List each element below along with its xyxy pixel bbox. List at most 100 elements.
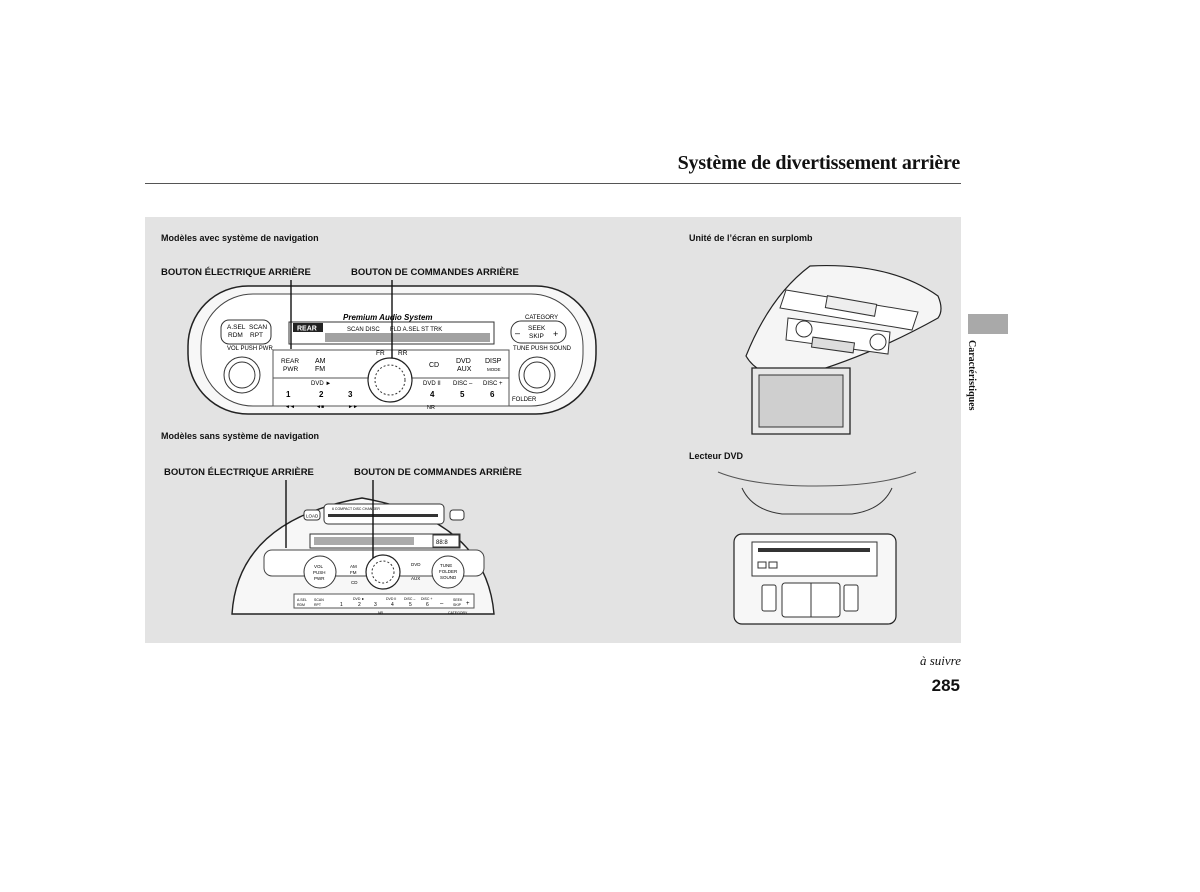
disc-minus-label: DISC –	[453, 381, 473, 387]
fr-label: FR	[376, 350, 385, 357]
preset-4: 4	[430, 390, 435, 399]
seek-skip-button	[510, 320, 567, 344]
load-label: LOAD	[306, 514, 319, 519]
scan-disc-indicator: SCAN DISC	[347, 327, 380, 333]
load-button	[303, 509, 321, 521]
basic-dvd-play: DVD ►	[353, 597, 365, 601]
basic-volume-knob	[303, 555, 337, 589]
dvd-player-illustration	[717, 471, 917, 625]
page-title: Système de divertissement arrière	[677, 152, 961, 174]
basic-rear-knob	[365, 554, 401, 590]
preset-1: 1	[286, 390, 291, 399]
dvd-right-vent	[843, 584, 859, 612]
basic-pwr-label: PWR	[314, 576, 325, 581]
basic-preset-2: 2	[358, 602, 361, 608]
eject-button	[449, 509, 465, 521]
basic-fm-label: FM	[350, 570, 357, 575]
dvd-console-curve	[741, 487, 893, 515]
radio-without-nav-illustration: 6 COMPACT DISC CHANGER LOAD 88:8 VOL PUS…	[231, 480, 495, 615]
seek-label: SEEK	[528, 325, 546, 332]
basic-nr: NR	[378, 611, 384, 615]
radio-with-nav-illustration: Premium Audio System REAR SCAN DISC FLD …	[187, 280, 597, 415]
overhead-dpad	[795, 320, 813, 338]
basic-preset-3: 3	[374, 602, 377, 608]
cd-slot	[328, 514, 438, 517]
mode-label: MODE	[487, 367, 501, 372]
basic-push-label: PUSH	[313, 570, 326, 575]
overhead-slot	[824, 295, 878, 317]
rewind-symbol: ◄◄	[285, 404, 295, 410]
category-label: CATEGORY	[525, 315, 558, 321]
dvd-player-heading: Lecteur DVD	[689, 451, 744, 461]
overhead-dpad-right	[869, 333, 887, 351]
with-nav-controls-callout: BOUTON DE COMMANDES ARRIÈRE	[351, 267, 519, 278]
basic-dvd-label: DVD	[411, 562, 421, 567]
without-nav-power-callout: BOUTON ÉLECTRIQUE ARRIÈRE	[164, 467, 314, 478]
changer-label: 6 COMPACT DISC CHANGER	[332, 507, 380, 511]
basic-rpt: RPT	[314, 603, 322, 607]
preset-2: 2	[319, 390, 324, 399]
cd-label: CD	[429, 362, 439, 369]
basic-sound-label: SOUND	[440, 575, 457, 580]
without-nav-heading: Modèles sans système de navigation	[161, 431, 320, 441]
rear-control-knob	[367, 357, 413, 403]
am-label: AM	[315, 358, 326, 365]
dvd-button-2	[768, 561, 778, 569]
segment-readout	[325, 333, 490, 342]
basic-preset-1: 1	[340, 602, 343, 608]
basic-disc-minus: DISC –	[404, 597, 415, 601]
rear-control-knob-ring	[374, 364, 406, 396]
fld-indicator: FLD A.SEL ST TRK	[390, 327, 442, 333]
radio-nav-brand: Premium Audio System	[343, 313, 433, 322]
title-divider	[145, 183, 961, 184]
scan-label: SCAN	[249, 324, 267, 331]
fast-forward-symbol: ►►	[348, 404, 358, 410]
rpt-label: RPT	[250, 332, 263, 339]
volume-knob-inner	[228, 361, 256, 389]
with-nav-power-callout: BOUTON ÉLECTRIQUE ARRIÈRE	[161, 267, 311, 278]
dvd-button-1	[757, 561, 767, 569]
basic-preset-4: 4	[391, 602, 394, 608]
basic-am-label: AM	[350, 564, 357, 569]
dvd-play-label: DVD ►	[311, 381, 331, 387]
section-tab-label: Caractéristiques	[966, 340, 986, 450]
dvd-pause-label: DVD II	[423, 381, 441, 387]
basic-cd-label: CD	[351, 580, 358, 585]
dvd-label: DVD	[456, 358, 471, 365]
clock-display	[432, 534, 460, 548]
basic-aux-label: AUX	[411, 576, 420, 581]
basic-tune-label: TUNE	[440, 563, 452, 568]
dvd-slot	[758, 548, 870, 552]
seek-plus: +	[553, 329, 558, 339]
rear-pwr-label-2: PWR	[283, 366, 298, 373]
basic-skip: SKIP	[453, 603, 462, 607]
basic-scan: SCAN	[314, 598, 324, 602]
rear-indicator-text: REAR	[297, 326, 317, 333]
aux-label: AUX	[457, 366, 472, 373]
basic-asel: A.SEL	[297, 598, 307, 602]
stop-symbol: ◄■	[316, 404, 324, 410]
folder-label: FOLDER	[512, 397, 537, 403]
section-tab-text: Caractéristiques	[966, 340, 977, 411]
disc-plus-label: DISC +	[483, 381, 503, 387]
vol-push-pwr-label: VOL PUSH PWR	[227, 346, 273, 352]
without-nav-controls-callout: BOUTON DE COMMANDES ARRIÈRE	[354, 467, 522, 478]
basic-plus: +	[466, 601, 470, 607]
basic-folder-label: FOLDER	[439, 569, 458, 574]
asel-scan-buttons	[220, 319, 272, 345]
dvd-left-vent	[761, 584, 777, 612]
tune-push-sound-label: TUNE PUSH SOUND	[513, 346, 572, 352]
basic-rdm: RDM	[297, 603, 305, 607]
radio-basic-segments	[314, 537, 414, 545]
basic-category: CATEGORY	[448, 611, 468, 615]
basic-minus: –	[440, 601, 444, 607]
preset-6: 6	[490, 390, 495, 399]
monitor-screen	[758, 374, 844, 428]
nr-label: NR	[427, 405, 435, 411]
tune-knob-inner	[523, 361, 551, 389]
dvd-unit	[751, 541, 878, 577]
rear-pwr-label-1: REAR	[281, 358, 299, 365]
basic-rear-knob-ring	[371, 560, 395, 584]
rear-indicator	[293, 323, 323, 332]
section-tab	[968, 314, 1008, 334]
